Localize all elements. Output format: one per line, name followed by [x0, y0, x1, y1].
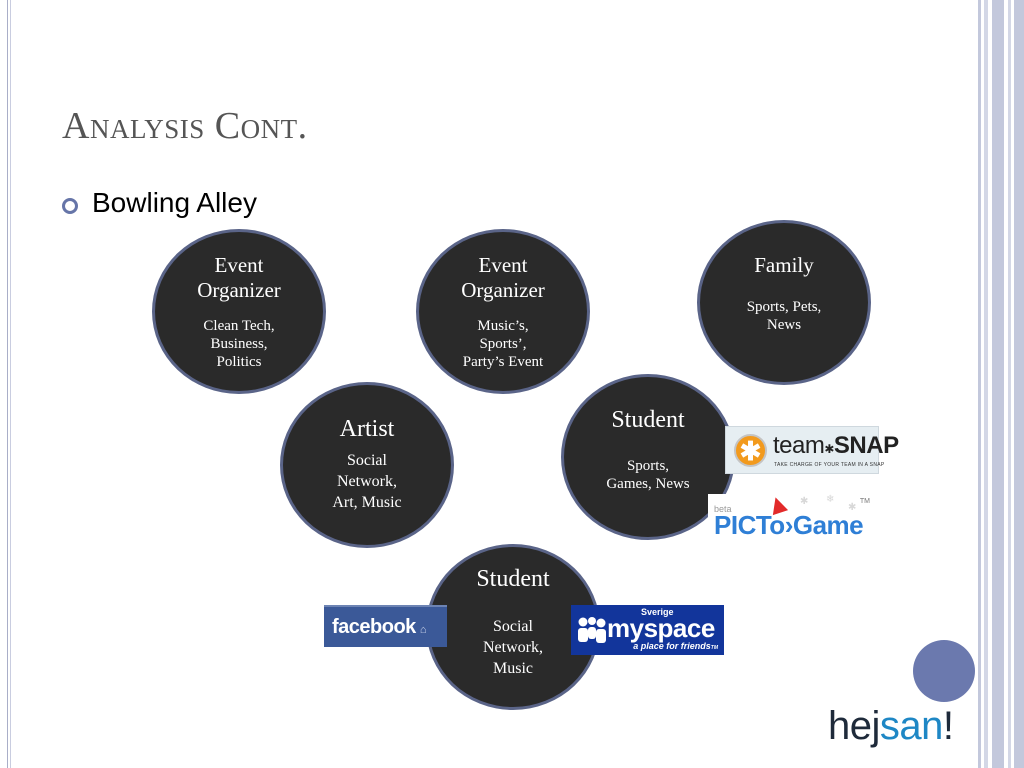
- slide-title: Analysis Cont.: [62, 105, 308, 147]
- facebook-wordmark: facebook: [332, 616, 416, 638]
- facebook-logo: facebook⌂: [324, 605, 447, 647]
- myspace-wordmark: myspace: [607, 613, 715, 643]
- circle-event-organizer-2: Event Organizer Music’s, Sports’, Party’…: [416, 229, 590, 394]
- bullet-ring-icon: [62, 198, 78, 214]
- circle-sub-line: Games, News: [606, 475, 690, 492]
- pictogame-tm: TM: [859, 498, 870, 505]
- circle-title-line: Student: [476, 566, 550, 592]
- circle-title-line: Organizer: [461, 277, 545, 302]
- circle-title-line: Event: [214, 252, 264, 277]
- circle-sub-line: Clean Tech,: [203, 317, 275, 334]
- circle-subtitle: Sports, Pets, News: [747, 298, 822, 334]
- frame-line-right-3: [992, 0, 1004, 768]
- people-icon: [578, 617, 606, 643]
- circle-subtitle: Social Network, Music: [483, 616, 543, 679]
- circle-sub-line: Sports’,: [479, 335, 527, 352]
- circle-sub-line: Sports,: [626, 457, 670, 474]
- hejsan-part-san: san: [879, 704, 944, 748]
- myspace-country: Sverige: [641, 607, 674, 617]
- circle-sub-line: Business,: [210, 335, 268, 352]
- circle-title-line: Family: [754, 253, 814, 277]
- hejsan-part-hej: hej: [828, 704, 880, 748]
- circle-sub-line: Politics: [216, 353, 262, 370]
- circle-sub-line: News: [766, 317, 802, 333]
- asterisk-star-icon: ✱: [734, 434, 767, 467]
- circle-sub-line: Music: [492, 660, 533, 677]
- circle-title-line: Student: [611, 406, 685, 433]
- circle-sub-line: Network,: [337, 473, 397, 490]
- teamsnap-wordmark: team✱SNAP: [773, 432, 899, 459]
- frame-line-left: [7, 0, 8, 768]
- frame-line-right-4: [1008, 0, 1011, 768]
- circle-title: Student: [476, 567, 549, 592]
- myspace-tagline: a place for friendsTM: [633, 641, 718, 651]
- hejsan-part-exclaim: !: [942, 704, 954, 748]
- frame-line-right-2: [984, 0, 988, 768]
- snowflake-icon: ❄: [826, 494, 835, 505]
- circle-title-line: Event: [478, 252, 528, 277]
- circle-subtitle: Music’s, Sports’, Party’s Event: [463, 317, 543, 371]
- circle-sub-line: Party’s Event: [462, 353, 544, 370]
- myspace-logo: Sverige myspace a place for friendsTM: [571, 605, 724, 655]
- frame-line-left-inner: [10, 0, 11, 768]
- home-icon: ⌂: [419, 624, 427, 636]
- circle-title-line: Artist: [339, 416, 395, 442]
- snowflake-icon: ✱: [848, 502, 857, 513]
- circle-event-organizer-1: Event Organizer Clean Tech, Business, Po…: [152, 229, 326, 394]
- hejsan-logo: hejsan!: [828, 704, 954, 749]
- circle-family: Family Sports, Pets, News: [697, 220, 871, 385]
- snowflake-icon: ✱: [800, 496, 809, 507]
- circle-title: Student: [611, 406, 685, 433]
- pictogame-wordmark: PICTo›Game: [714, 510, 864, 540]
- circle-subtitle: Sports, Games, News: [606, 457, 689, 493]
- accent-dot: [913, 640, 975, 702]
- circle-subtitle: Clean Tech, Business, Politics: [203, 317, 274, 371]
- circle-sub-line: Sports, Pets,: [746, 299, 822, 315]
- circle-sub-line: Social: [346, 452, 387, 469]
- circle-sub-line: Art, Music: [332, 494, 402, 511]
- circle-title-line: Organizer: [197, 277, 281, 302]
- circle-title: Event Organizer: [461, 253, 545, 303]
- circle-sub-line: Social: [492, 618, 533, 635]
- pictogame-beta: beta: [714, 504, 732, 514]
- bullet-text: Bowling Alley: [92, 187, 257, 218]
- frame-line-right-5: [1014, 0, 1024, 768]
- circle-artist: Artist Social Network, Art, Music: [280, 382, 454, 548]
- circle-sub-line: Music’s,: [477, 317, 529, 334]
- circle-student-1: Student Sports, Games, News: [561, 374, 735, 540]
- circle-title: Family: [754, 253, 814, 278]
- circle-title: Event Organizer: [197, 253, 281, 303]
- circle-subtitle: Social Network, Art, Music: [332, 450, 401, 513]
- pictogame-logo: ✱ ❄ ✱ beta PICTo›Game TM: [708, 494, 876, 546]
- circle-sub-line: Network,: [483, 639, 543, 656]
- frame-line-right-1: [978, 0, 981, 768]
- teamsnap-tagline: TAKE CHARGE OF YOUR TEAM IN A SNAP: [774, 462, 885, 468]
- teamsnap-logo: ✱ team✱SNAP TAKE CHARGE OF YOUR TEAM IN …: [725, 426, 899, 474]
- circle-title: Artist: [340, 417, 395, 442]
